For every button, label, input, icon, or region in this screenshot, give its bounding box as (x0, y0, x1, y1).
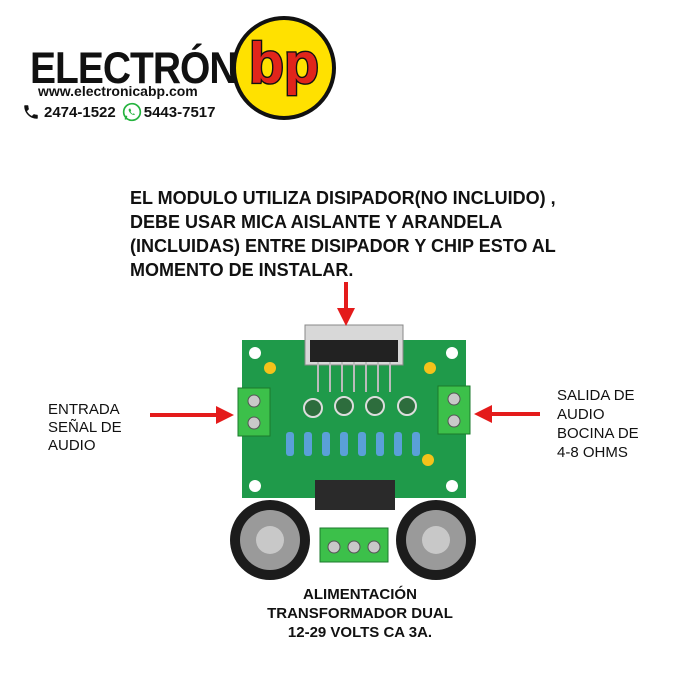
output-label-line: SALIDA DE (557, 387, 635, 404)
phone-icon (24, 105, 38, 119)
output-label-line: 4-8 OHMS (557, 444, 628, 461)
contact-row: 2474-1522 5443-7517 (22, 102, 215, 122)
amplifier-chip (310, 340, 398, 362)
input-label-line: AUDIO (48, 437, 96, 454)
mount-hole (249, 347, 261, 359)
arrow-to-input (150, 406, 234, 424)
power-label: ALIMENTACIÓN TRANSFORMADOR DUAL 12-29 VO… (230, 585, 490, 642)
chip-pins (317, 362, 391, 392)
website-text: www.electronicabp.com (38, 83, 198, 99)
mount-hole (249, 480, 261, 492)
notice-line: EL MODULO UTILIZA DISIPADOR(NO INCLUIDO)… (130, 188, 556, 208)
arrow-to-output (474, 405, 540, 423)
mount-hole (446, 347, 458, 359)
bp-logo: bp (232, 16, 336, 120)
output-label-line: BOCINA DE (557, 425, 639, 442)
notice-line: (INCLUIDAS) ENTRE DISIPADOR Y CHIP ESTO … (130, 236, 556, 256)
filter-capacitor-right (396, 500, 476, 580)
power-label-line: TRANSFORMADOR DUAL (267, 605, 453, 622)
power-label-line: ALIMENTACIÓN (303, 586, 417, 603)
whatsapp-icon (122, 102, 141, 122)
output-label: SALIDA DE AUDIO BOCINA DE 4-8 OHMS (557, 386, 639, 462)
arrow-to-chip (337, 282, 355, 326)
mount-hole (446, 480, 458, 492)
small-capacitors (264, 362, 436, 466)
phone-number: 2474-1522 (44, 103, 116, 121)
notice-line: MOMENTO DE INSTALAR. (130, 260, 354, 280)
installation-notice: EL MODULO UTILIZA DISIPADOR(NO INCLUIDO)… (130, 186, 670, 282)
input-label-line: SEÑAL DE (48, 419, 122, 436)
bp-logo-mark: bp (248, 30, 321, 97)
rectifier (315, 480, 395, 510)
input-label-line: ENTRADA (48, 401, 120, 418)
power-label-line: 12-29 VOLTS CA 3A. (287, 624, 433, 641)
notice-line: DEBE USAR MICA AISLANTE Y ARANDELA (130, 212, 503, 232)
logo-letters: bp (249, 32, 319, 96)
filter-capacitor-left (230, 500, 310, 580)
output-label-line: AUDIO (557, 406, 605, 423)
input-label: ENTRADA SEÑAL DE AUDIO (48, 401, 122, 455)
whatsapp-number: 5443-7517 (143, 103, 216, 121)
resistors (286, 432, 420, 456)
